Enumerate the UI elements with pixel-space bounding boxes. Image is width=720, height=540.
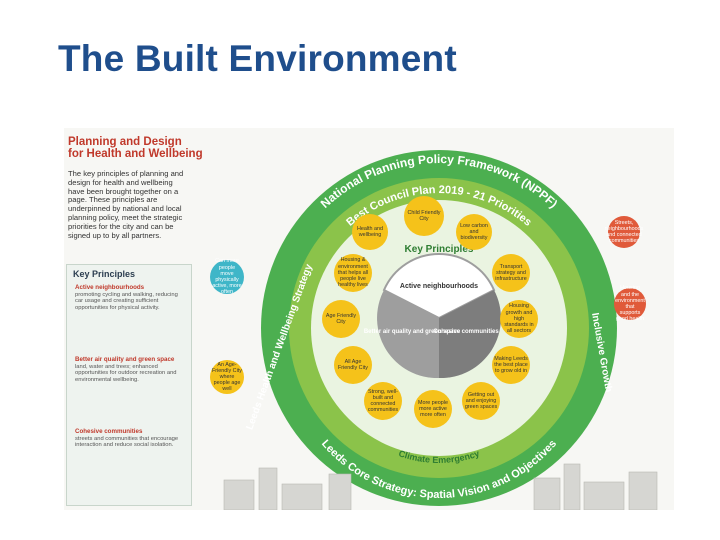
key-principles-center-label: Key Principles: [405, 244, 474, 255]
kp-item: Better air quality and green space land,…: [75, 356, 185, 383]
segment-air-label: Better air quality and green space: [364, 329, 461, 335]
poster-intro: The key principles of planning and desig…: [68, 169, 184, 240]
key-principles-box: Key Principles Active neighbourhoods pro…: [66, 264, 192, 506]
kp-item-text: land, water and trees; enhanced opportun…: [75, 363, 177, 383]
kp-item-text: promoting cycling and walking, reducing …: [75, 291, 178, 311]
node-transport: Transport strategy and infrastructure: [492, 254, 530, 292]
segment-active-label: Active neighbourhoods: [400, 283, 478, 290]
node-strong-communities: Strong, well-built and connected communi…: [364, 382, 402, 420]
kp-item: Cohesive communities streets and communi…: [75, 428, 185, 449]
kp-item-heading: Active neighbourhoods: [75, 284, 145, 291]
node-all-age: All Age Friendly City: [334, 346, 372, 384]
slide-title: The Built Environment: [58, 38, 457, 79]
node-more-active: More people more active more often: [414, 390, 452, 428]
node-best-place: Making Leeds the best place to grow old …: [492, 346, 530, 384]
kp-item: Active neighbourhoods promoting cycling …: [75, 284, 185, 311]
kp-item-heading: Better air quality and green space: [75, 356, 175, 363]
segment-active: [382, 252, 496, 320]
side-bubble-streets: Streets, neighbourhoods and connected co…: [605, 216, 643, 248]
city-skyline-illustration: [223, 463, 658, 510]
node-housing-env: Housing & environment that helps all peo…: [334, 254, 372, 292]
key-principles-title: Key Principles: [73, 269, 136, 279]
node-child-friendly: Child Friendly City: [404, 196, 444, 236]
node-age-friendly: Age Friendly City: [322, 300, 360, 338]
side-bubble-housing: Housing and the environment that support…: [614, 285, 646, 323]
node-low-carbon: Low carbon and biodiversity: [456, 214, 492, 250]
kp-item-text: streets and communities that encourage i…: [75, 435, 179, 449]
node-health-wellbeing: Health and wellbeing: [352, 214, 388, 250]
side-bubble-active: Can more people move physically active, …: [210, 258, 244, 295]
poster-heading-line2: for Health and Wellbeing: [68, 148, 203, 160]
segment-cohesive: [439, 290, 501, 379]
side-bubble-age-friendly: An Age-Friendly City where people age we…: [210, 360, 244, 394]
poster-heading-line1: Planning and Design: [68, 136, 182, 148]
node-green-spaces: Getting out and enjoying green spaces: [462, 382, 500, 420]
node-housing-growth: Housing growth and high standards in all…: [500, 300, 538, 338]
kp-item-heading: Cohesive communities: [75, 428, 143, 435]
poster-heading: Planning and Design for Health and Wellb…: [68, 136, 208, 160]
poster-left-column: Planning and Design for Health and Wellb…: [64, 128, 203, 510]
poster-image: Planning and Design for Health and Wellb…: [64, 128, 674, 510]
segment-cohesive-label: Cohesive communities: [433, 329, 499, 335]
segment-air: [377, 290, 439, 379]
